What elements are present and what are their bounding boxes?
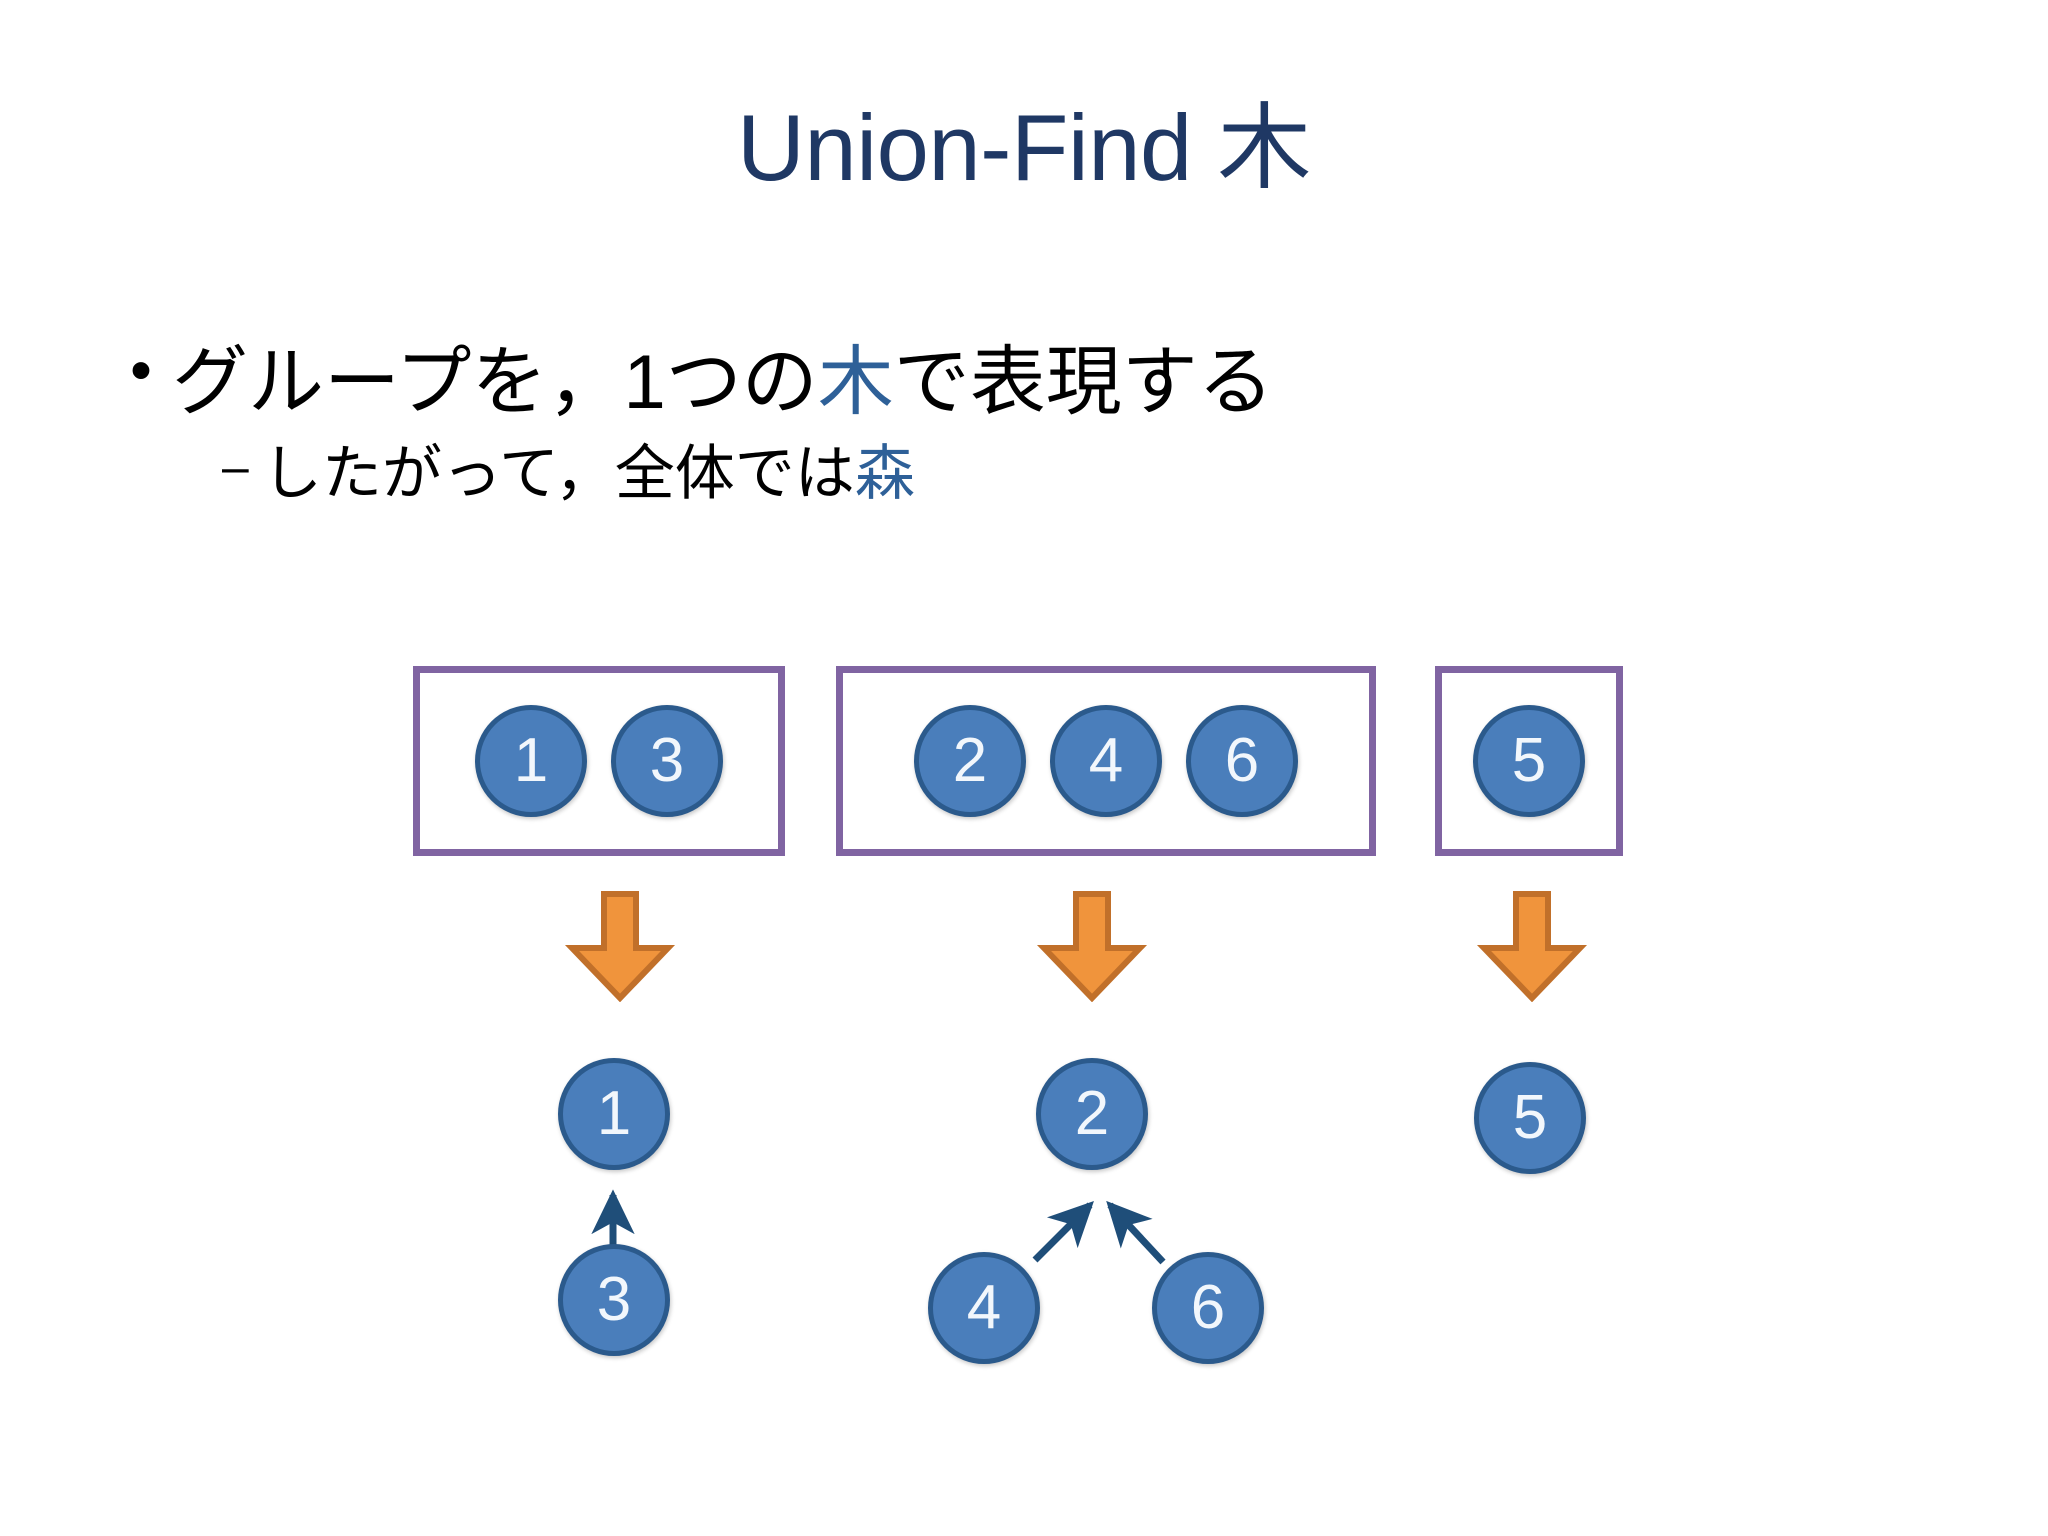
- page-title: Union-Find 木: [737, 95, 1311, 200]
- group-box-2: 2 4 6: [836, 666, 1376, 856]
- down-arrow-icon: [1476, 891, 1588, 1003]
- group-2-members: 2 4 6: [902, 705, 1310, 817]
- tree-node-4: 4: [928, 1252, 1040, 1364]
- group-1-members: 1 3: [463, 705, 735, 817]
- sub-bullet-marker-icon: –: [222, 441, 249, 495]
- bullet-sub-text: したがって，全体では森: [262, 439, 915, 508]
- group-node-1: 1: [475, 705, 587, 817]
- transform-arrow-1: [560, 890, 680, 1003]
- transform-arrow-2: [1032, 890, 1152, 1003]
- group-node-4: 4: [1050, 705, 1162, 817]
- tree-node-6: 6: [1152, 1252, 1264, 1364]
- bullet-main-text: グループを，1つの木で表現する: [172, 340, 1274, 425]
- tree-node-1: 1: [558, 1058, 670, 1170]
- down-arrow-icon: [1036, 891, 1148, 1003]
- group-box-1: 1 3: [413, 666, 785, 856]
- bullet-sub-highlight: 森: [854, 440, 915, 508]
- transform-arrow-3: [1472, 890, 1592, 1003]
- bullet-sub-prefix: したがって，全体では: [262, 440, 855, 508]
- group-node-6: 6: [1186, 705, 1298, 817]
- bullet-item-main: • グループを，1つの木で表現する: [110, 336, 1810, 426]
- tree-node-5: 5: [1474, 1062, 1586, 1174]
- tree-node-3: 3: [558, 1244, 670, 1356]
- bullet-main-highlight: 木: [817, 340, 894, 425]
- bullet-marker-icon: •: [130, 336, 152, 405]
- group-3-members: 5: [1461, 705, 1597, 817]
- bullet-main-suffix: で表現する: [893, 340, 1274, 425]
- tree-node-2: 2: [1036, 1058, 1148, 1170]
- down-arrow-icon: [564, 891, 676, 1003]
- group-node-3: 3: [611, 705, 723, 817]
- group-node-5: 5: [1473, 705, 1585, 817]
- group-node-2: 2: [914, 705, 1026, 817]
- tree-edge-4-to-2: [1032, 1201, 1094, 1263]
- tree-edge-6-to-2: [1106, 1200, 1166, 1265]
- bullet-item-sub: – したがって，全体では森: [222, 439, 1810, 508]
- group-box-3: 5: [1435, 666, 1623, 856]
- bullet-main-prefix: グループを，1つの: [172, 340, 818, 425]
- bullet-list: • グループを，1つの木で表現する – したがって，全体では森: [110, 340, 1810, 508]
